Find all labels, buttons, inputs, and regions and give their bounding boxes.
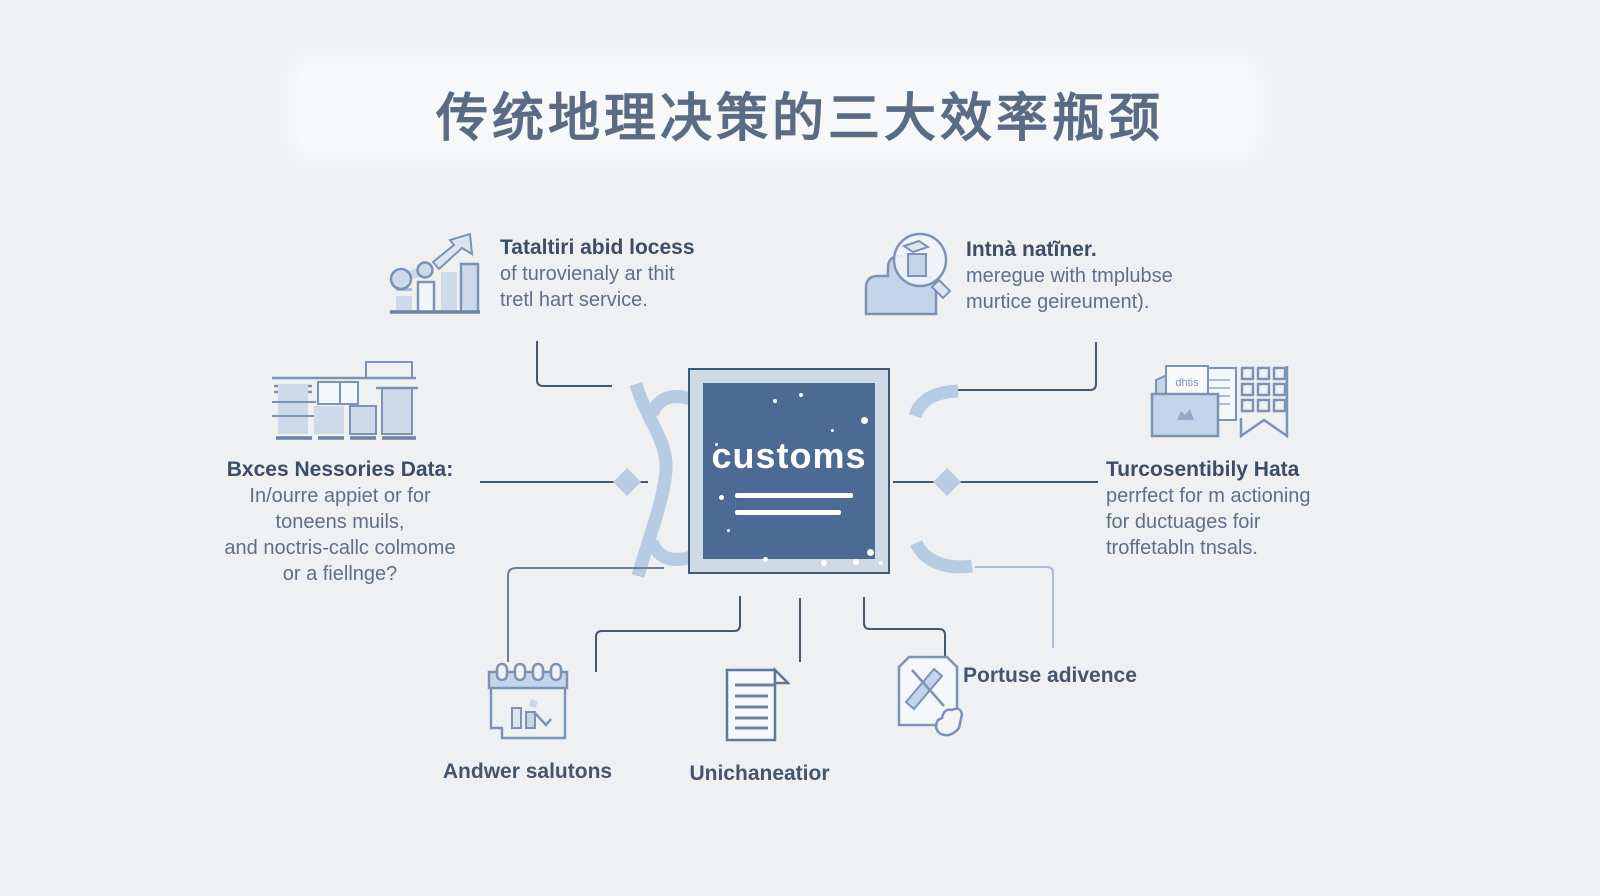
growth-chart-icon <box>389 232 480 314</box>
right-line3: troffetabln tnsals. <box>1106 537 1258 559</box>
customs-panel: customs <box>703 383 883 566</box>
top-left-note: Tataltiri abid locess of turovienaly ar … <box>500 234 695 313</box>
top-right-heading: Intnà natĩner. <box>966 238 1097 261</box>
right-line2: for ductuages foir <box>1106 511 1261 533</box>
top-left-line1: of turovienaly ar thit <box>500 263 675 285</box>
left-note: Bxces Nessories Data: In/ourre appiet or… <box>185 456 495 587</box>
right-note: Turcosentibily Hata perrfect for m actio… <box>1106 456 1366 561</box>
line-center-to-calendar-left <box>507 567 664 662</box>
folder-tab-label: dhtis <box>1175 377 1199 389</box>
customs-chip-icon: customs <box>688 368 890 574</box>
line-center-to-calendar <box>595 596 741 672</box>
diamond-left-icon <box>613 468 641 496</box>
calendar-chart-icon <box>487 662 569 740</box>
diamond-right-icon <box>933 468 961 496</box>
center-label: customs <box>711 435 867 476</box>
bottom-left-label: Andwer salutons <box>442 760 613 783</box>
person-magnifier-icon <box>864 232 952 316</box>
top-right-note: Intnà natĩner. meregue with tmplubse mur… <box>966 236 1173 315</box>
left-line1: In/ourre appiet or for <box>249 485 431 507</box>
page-title: 传统地理决策的三大效率瓶颈 <box>435 90 1164 148</box>
line-topleft-to-center <box>536 341 612 387</box>
bottom-right-label: Portuse adivence <box>963 664 1137 687</box>
cargo-containers-icon <box>272 361 418 440</box>
elbow-bottom-right-icon <box>910 539 973 574</box>
document-lines-icon <box>725 666 790 742</box>
elbow-top-right-icon <box>908 384 959 419</box>
top-left-heading: Tataltiri abid locess <box>500 236 695 259</box>
left-heading: Bxces Nessories Data: <box>226 458 454 481</box>
top-left-line2: tretl hart service. <box>500 289 648 311</box>
right-heading: Turcosentibily Hata <box>1106 458 1300 481</box>
left-line3: and noctris-callc colmome <box>224 537 456 559</box>
panel-line-1 <box>735 493 853 498</box>
badge-tools-icon <box>897 655 964 737</box>
line-center-to-badge-light <box>975 566 1054 648</box>
left-line4: or a fiellnge? <box>282 563 398 585</box>
top-right-line2: murtice geireument). <box>966 291 1150 313</box>
left-line2: toneens muils, <box>275 511 405 533</box>
grid-bookmark-icon <box>1239 366 1289 439</box>
folder-documents-icon: dhtis <box>1150 365 1237 438</box>
right-line1: perrfect for m actioning <box>1106 485 1311 507</box>
panel-line-2 <box>735 510 841 515</box>
hand-cursor-icon <box>934 707 964 737</box>
title-band <box>300 66 1250 150</box>
line-center-to-badge <box>863 597 946 658</box>
line-topright-to-center <box>958 342 1097 391</box>
curved-band <box>629 382 673 578</box>
bottom-middle-label: Unichaneatior <box>689 762 830 785</box>
top-right-line1: meregue with tmplubse <box>966 265 1173 287</box>
